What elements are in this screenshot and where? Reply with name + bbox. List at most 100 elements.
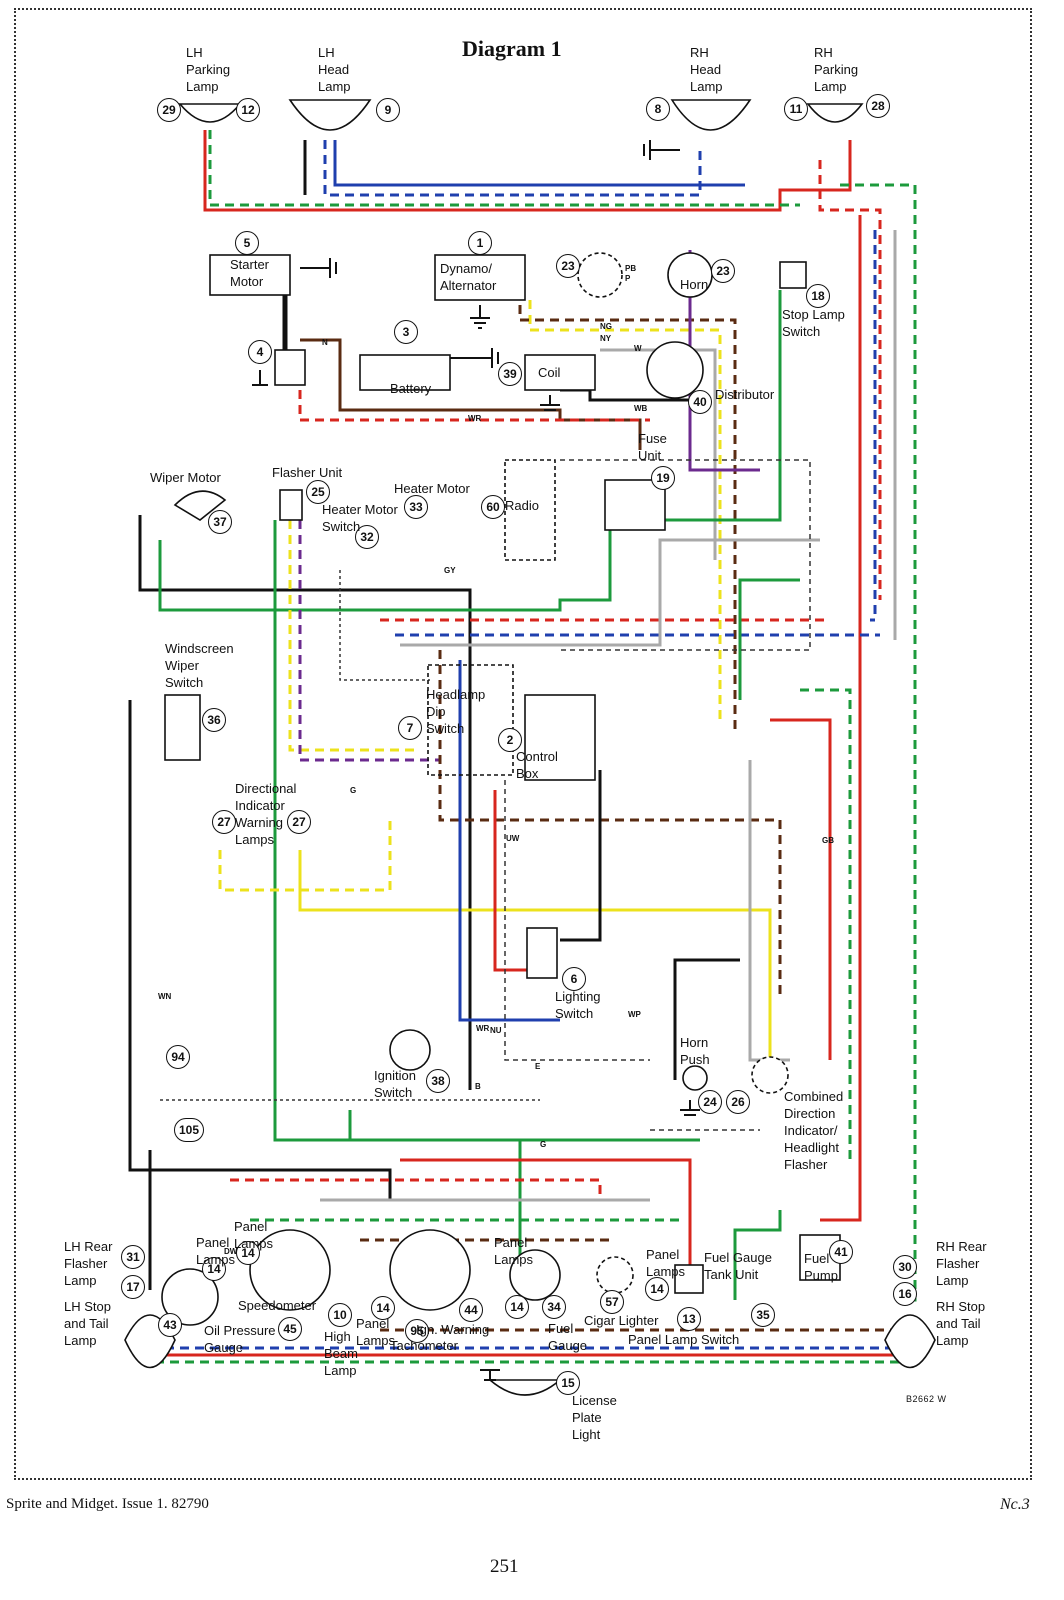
wire-code-label: NU xyxy=(490,1026,502,1035)
solenoid-symbol xyxy=(274,349,306,386)
component-label-1: Dynamo/ Alternator xyxy=(440,261,497,293)
wire-black-wiper xyxy=(138,515,472,1090)
component-label-24: Horn Push xyxy=(680,1035,710,1067)
component-label-34: Fuel Gauge xyxy=(548,1321,588,1353)
component-label-16: RH Stop and Tail Lamp xyxy=(936,1299,986,1348)
component-label-14: Panel Lamps xyxy=(196,1235,236,1267)
component-number-5: 5 xyxy=(235,231,259,255)
wire-dotted-uw xyxy=(504,780,650,1061)
component-number-57: 57 xyxy=(600,1290,624,1314)
distributor-symbol xyxy=(646,341,704,399)
component-number-26: 26 xyxy=(726,1090,750,1114)
component-number-4: 4 xyxy=(248,340,272,364)
component-label-30: RH Rear Flasher Lamp xyxy=(936,1239,987,1288)
earth-symbol xyxy=(252,370,268,386)
lh-head-lamp-symbol xyxy=(288,99,372,131)
component-number-2: 2 xyxy=(498,728,522,752)
earth-symbol xyxy=(480,1369,500,1381)
component-number-37: 37 xyxy=(208,510,232,534)
component-number-43: 43 xyxy=(158,1313,182,1337)
component-number-24: 24 xyxy=(698,1090,722,1114)
component-number-94: 94 xyxy=(166,1045,190,1069)
wire-code-label: WR xyxy=(468,414,482,423)
wire-purple-flasher xyxy=(298,520,440,762)
component-number-16: 16 xyxy=(893,1282,917,1306)
wire-blue-light xyxy=(458,660,560,1022)
component-number-13: 13 xyxy=(677,1307,701,1331)
component-label-25: Flasher Unit xyxy=(272,465,343,480)
wire-code-label: N xyxy=(322,338,328,347)
component-number-23: 23 xyxy=(556,254,580,278)
wire-green-stop xyxy=(660,290,782,522)
wire-white-coil xyxy=(600,348,717,560)
wire-code-label: GB xyxy=(822,836,834,845)
component-number-34: 34 xyxy=(542,1295,566,1319)
horn-left-symbol xyxy=(577,252,623,298)
component-label-38: Ignition Switch xyxy=(374,1068,416,1100)
component-label-43: Oil Pressure Gauge xyxy=(204,1323,276,1355)
component-number-40: 40 xyxy=(688,390,712,414)
page-number: 251 xyxy=(490,1556,519,1577)
component-number-27: 27 xyxy=(287,810,311,834)
oil-pressure-gauge-symbol xyxy=(161,1268,219,1326)
component-label-19: Fuse Unit xyxy=(638,431,667,463)
component-label-6: Lighting Switch xyxy=(555,989,601,1021)
stop-lamp-switch-symbol xyxy=(779,261,807,289)
rh-rear-lamp-symbol xyxy=(884,1314,936,1369)
component-label-14: Panel Lamps xyxy=(646,1247,686,1279)
component-number-3: 3 xyxy=(394,320,418,344)
component-number-14: 14 xyxy=(505,1295,529,1319)
horn-push-symbol xyxy=(682,1065,708,1091)
wire-code-label: NY xyxy=(600,334,612,343)
wire-code-label: G xyxy=(350,786,357,795)
earth-symbols xyxy=(252,140,700,1381)
component-label-37: Wiper Motor xyxy=(150,470,221,485)
wire-red-brown xyxy=(298,390,650,422)
component-number-12: 12 xyxy=(236,98,260,122)
battery-symbol xyxy=(359,354,451,391)
component-label-18: Stop Lamp Switch xyxy=(782,307,845,339)
component-label-60: Radio xyxy=(505,498,539,513)
wire-red-lower xyxy=(400,1158,692,1270)
component-number-14: 14 xyxy=(371,1296,395,1320)
component-label-33: Heater Motor xyxy=(394,481,470,496)
wire-brown2 xyxy=(518,290,737,730)
wire-code-label: WR xyxy=(476,1024,490,1033)
wire-green-wiper xyxy=(158,520,612,612)
component-label-14: Panel Lamps xyxy=(356,1316,396,1348)
lh-head-lamp-title: LH Head Lamp xyxy=(318,45,351,94)
wire-green-ctrl xyxy=(738,578,800,700)
component-number-23: 23 xyxy=(711,259,735,283)
wire-grey-main xyxy=(400,538,820,647)
component-number-31: 31 xyxy=(121,1245,145,1269)
radio-symbol xyxy=(504,459,556,561)
wire-red-dash xyxy=(230,1178,602,1200)
wire-tank xyxy=(733,1210,782,1300)
wire-purple xyxy=(688,250,760,472)
component-number-25: 25 xyxy=(306,480,330,504)
wire-code-label: G xyxy=(540,1140,547,1149)
component-number-95: 95 xyxy=(405,1319,429,1343)
wire-green-right xyxy=(840,183,917,1302)
harness-middle xyxy=(138,515,880,1160)
diagram-title: Diagram 1 xyxy=(462,36,562,61)
component-number-14: 14 xyxy=(645,1277,669,1301)
earth-symbol xyxy=(680,1100,700,1116)
wire-red-right2 xyxy=(820,215,862,1222)
wire-dotted-heater xyxy=(339,570,430,681)
earth-symbol xyxy=(540,395,560,411)
component-number-33: 33 xyxy=(404,495,428,519)
wire-brown-ctrl xyxy=(438,650,782,1000)
component-label-23: Horn xyxy=(680,277,709,292)
speedometer-symbol xyxy=(249,1229,331,1311)
rh-parking-lamp-symbol xyxy=(806,103,864,123)
wire-code-label: WP xyxy=(628,1010,641,1019)
dip-switch-box xyxy=(427,664,514,776)
wire-green-flasher xyxy=(273,520,700,1142)
wire-code-label: E xyxy=(535,1062,541,1071)
wire-code-label: B xyxy=(475,1082,481,1091)
component-number-35: 35 xyxy=(751,1303,775,1327)
wire-red-right xyxy=(818,160,882,600)
battery-circuit xyxy=(282,250,782,730)
